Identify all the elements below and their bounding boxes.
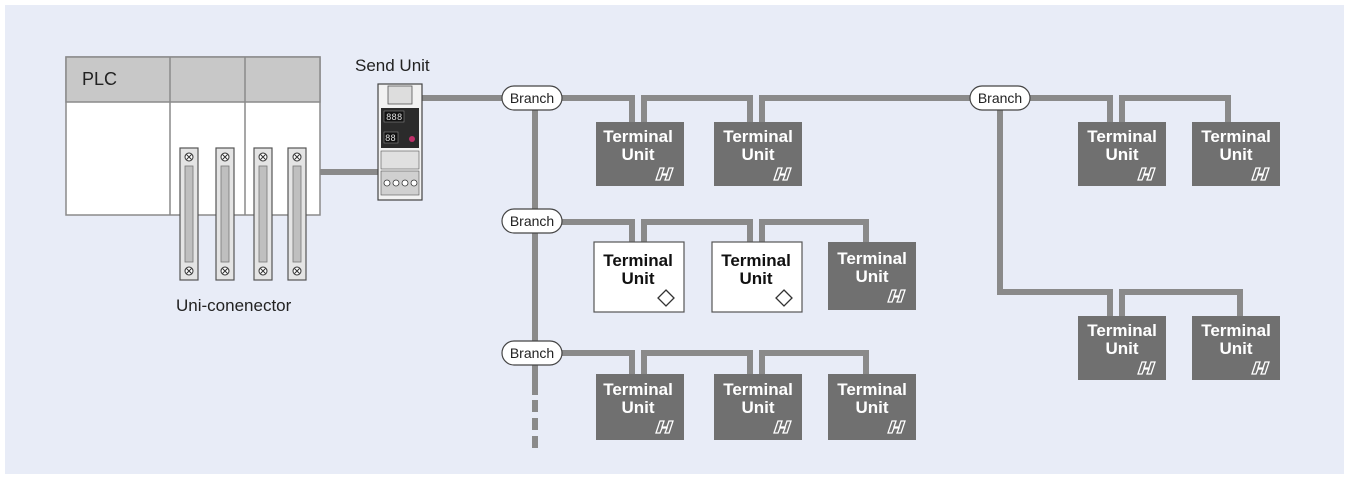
svg-text:Terminal: Terminal — [837, 380, 907, 399]
branch-label: Branch — [510, 213, 554, 229]
svg-text:888: 888 — [386, 113, 402, 123]
terminal-unit: Terminal Unit — [596, 122, 684, 186]
h-icon — [655, 167, 674, 181]
svg-text:Unit: Unit — [1219, 339, 1252, 358]
diamond-icon — [657, 289, 675, 307]
svg-text:Unit: Unit — [741, 145, 774, 164]
uni-connector-4 — [287, 147, 307, 281]
terminal-unit: Terminal Unit — [1078, 316, 1166, 380]
diamond-icon — [775, 289, 793, 307]
uni-connector-3 — [253, 147, 273, 281]
svg-text:Terminal: Terminal — [721, 251, 791, 270]
h-icon — [1137, 361, 1156, 375]
branch-node-4: Branch — [969, 85, 1031, 111]
branch-label: Branch — [510, 345, 554, 361]
svg-text:Unit: Unit — [1219, 145, 1252, 164]
svg-text:88: 88 — [385, 134, 396, 144]
svg-text:Unit: Unit — [741, 398, 774, 417]
svg-text:Unit: Unit — [621, 145, 654, 164]
terminal-unit: Terminal Unit — [596, 374, 684, 440]
terminal-unit: Terminal Unit — [593, 241, 685, 313]
h-icon — [887, 420, 906, 434]
svg-text:Unit: Unit — [621, 398, 654, 417]
svg-text:Terminal: Terminal — [837, 249, 907, 268]
h-icon — [655, 420, 674, 434]
branch-label: Branch — [978, 90, 1022, 106]
svg-text:Terminal: Terminal — [1087, 127, 1157, 146]
h-icon — [1251, 167, 1270, 181]
bus-wiring — [170, 95, 1243, 395]
terminal-unit: Terminal Unit — [714, 122, 802, 186]
svg-text:Terminal: Terminal — [603, 251, 673, 270]
h-icon — [1251, 361, 1270, 375]
terminal-unit: Terminal Unit — [828, 242, 916, 310]
svg-text:Terminal: Terminal — [1201, 127, 1271, 146]
terminal-unit: Terminal Unit — [1078, 122, 1166, 186]
plc-label: PLC — [82, 69, 117, 89]
uni-connector-2 — [215, 147, 235, 281]
svg-text:Terminal: Terminal — [723, 127, 793, 146]
svg-text:Terminal: Terminal — [603, 127, 673, 146]
svg-text:Unit: Unit — [855, 267, 888, 286]
uni-connector-label: Uni-conenector — [176, 296, 292, 315]
terminal-unit: Terminal Unit — [1192, 316, 1280, 380]
branch-node-3: Branch — [501, 340, 563, 366]
branch-label: Branch — [510, 90, 554, 106]
svg-text:Unit: Unit — [1105, 339, 1138, 358]
send-unit: Send Unit 888 88 — [355, 56, 430, 201]
terminal-unit: Terminal Unit — [711, 241, 803, 313]
uni-connector-1 — [179, 147, 199, 281]
h-icon — [773, 167, 792, 181]
svg-text:Terminal: Terminal — [723, 380, 793, 399]
terminal-unit: Terminal Unit — [828, 374, 916, 440]
send-unit-label: Send Unit — [355, 56, 430, 75]
svg-text:Unit: Unit — [855, 398, 888, 417]
h-icon — [773, 420, 792, 434]
terminal-unit: Terminal Unit — [714, 374, 802, 440]
uni-connectors: Uni-conenector — [176, 147, 307, 315]
terminal-unit: Terminal Unit — [1192, 122, 1280, 186]
branch-node-1: Branch — [501, 85, 563, 111]
h-icon — [887, 289, 906, 303]
svg-text:Terminal: Terminal — [603, 380, 673, 399]
svg-text:Terminal: Terminal — [1201, 321, 1271, 340]
svg-text:Unit: Unit — [739, 269, 772, 288]
svg-text:Terminal: Terminal — [1087, 321, 1157, 340]
svg-text:Unit: Unit — [1105, 145, 1138, 164]
h-icon — [1137, 167, 1156, 181]
svg-text:Unit: Unit — [621, 269, 654, 288]
branch-node-2: Branch — [501, 208, 563, 234]
